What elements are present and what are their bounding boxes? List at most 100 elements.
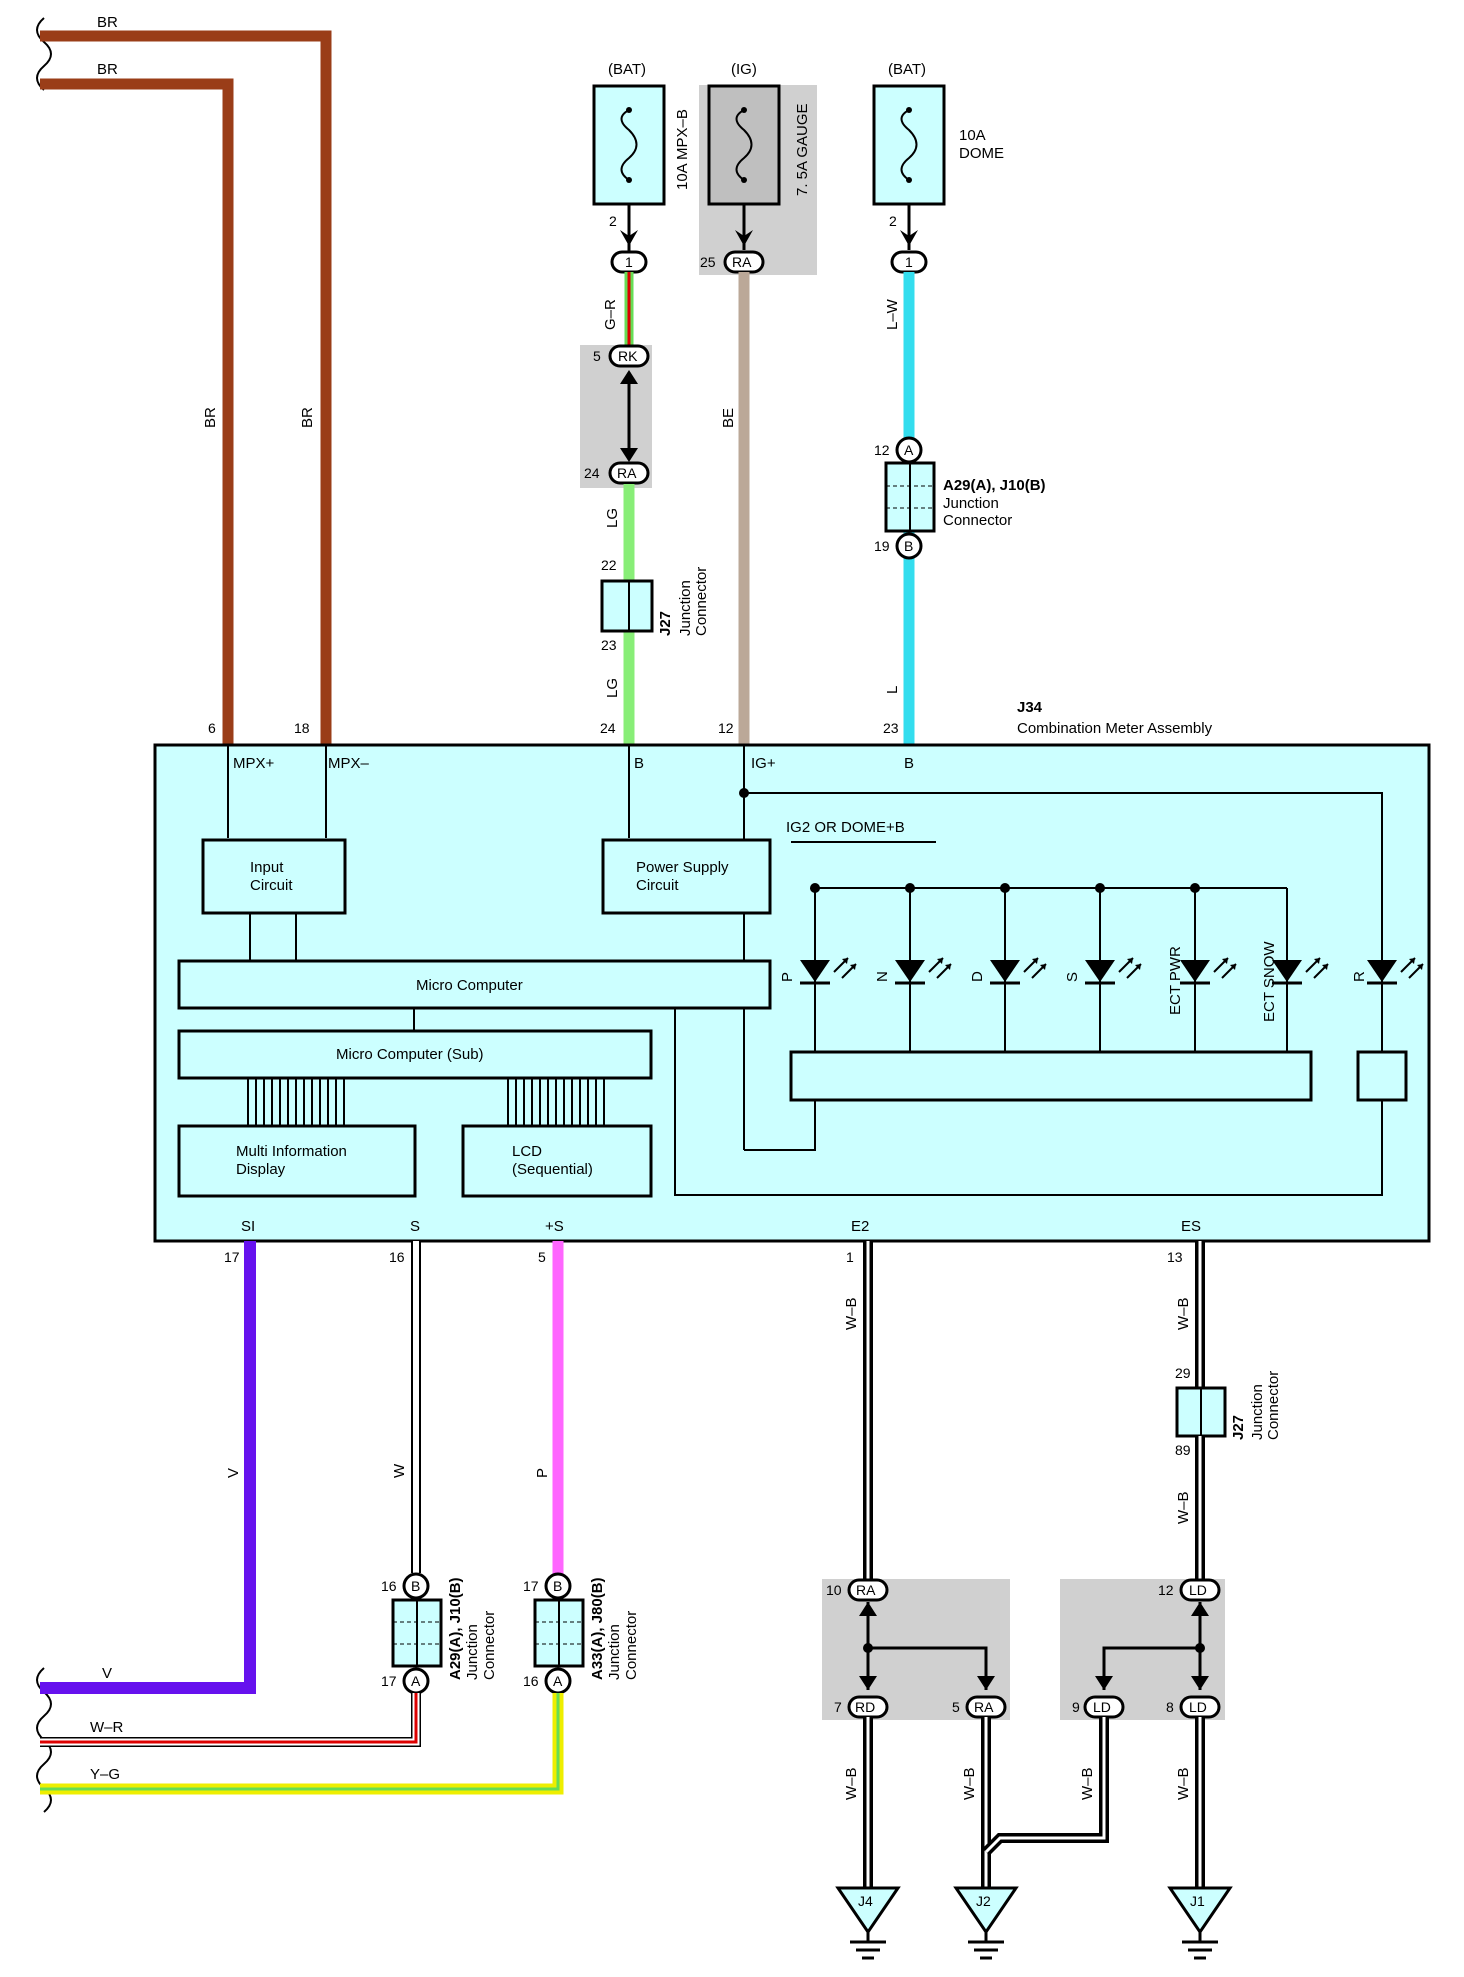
arrow-icon [900, 230, 918, 246]
connector-desc: Connector [943, 512, 1012, 529]
fuse-source-label: (IG) [731, 61, 757, 78]
connector-label: RK [618, 348, 638, 364]
connector-icon [847, 1578, 889, 1602]
pin-label: 12 [1158, 1582, 1174, 1598]
wire-label-be: BE [720, 408, 737, 428]
terminal-label: S [410, 1218, 420, 1235]
connector-icon [895, 532, 923, 560]
pin-label: 29 [1175, 1365, 1191, 1381]
wire-break-icon [36, 17, 52, 1813]
arrow-icon [620, 230, 638, 246]
pin-label: 17 [381, 1673, 397, 1689]
terminal-label: +S [545, 1218, 564, 1235]
wire-label-left-wr: W–R [90, 1719, 124, 1736]
wire-label-br-inner: BR [97, 61, 118, 78]
terminal-label: IG+ [751, 755, 776, 772]
terminal-label: MPX– [328, 755, 370, 772]
led-label: S [1064, 972, 1081, 982]
led-label: R [1351, 971, 1368, 982]
connector-label: A [904, 442, 914, 458]
led-driver-bar [789, 1050, 1313, 1102]
connector-desc: Junction [943, 495, 999, 512]
led-n: N [874, 883, 952, 1052]
pin-label: 23 [883, 720, 899, 736]
connector-label: B [411, 1578, 420, 1594]
fuse-dome: (BAT) 10A DOME [872, 61, 1004, 206]
wire-label-wb-es2: W–B [1175, 1491, 1192, 1524]
pin-label: 16 [381, 1578, 397, 1594]
ground-icon [1167, 1886, 1233, 1935]
connector-label: RA [617, 465, 637, 481]
br-wire-outer [40, 30, 332, 746]
pin-label: 18 [294, 720, 310, 736]
indicator-leds: P N D S [779, 883, 1424, 1060]
connector-desc: Junction [1249, 1384, 1266, 1440]
connector-label: 1 [625, 254, 633, 270]
led-label: D [969, 971, 986, 982]
led-label: ECT PWR [1167, 946, 1184, 1015]
wire-label-wb: W–B [961, 1767, 978, 1800]
wire-label-br-inner-v: BR [202, 407, 219, 428]
connector-label: 1 [905, 254, 913, 270]
led-r: R [1351, 945, 1424, 1060]
ground-icon [835, 1886, 901, 1935]
connector-label: RD [855, 1699, 875, 1715]
lcd-label: (Sequential) [512, 1161, 593, 1178]
connector-icon [544, 1572, 572, 1600]
led-p: P [779, 883, 857, 1052]
led-r-driver [1356, 1050, 1408, 1102]
led-icon [990, 960, 1020, 982]
pin-label: 2 [609, 213, 617, 229]
terminal-label: B [904, 755, 914, 772]
wire-label-lg-upper: LG [604, 508, 621, 528]
input-circuit-label: Circuit [250, 877, 293, 894]
fuse-name-label: 7. 5A GAUGE [794, 103, 811, 196]
micro-computer [177, 959, 772, 1010]
ground-j2: J2 [953, 1886, 1019, 1960]
led-icon [800, 960, 830, 982]
fuse-name-label: DOME [959, 145, 1004, 162]
terminal-label: B [634, 755, 644, 772]
pin-label: 19 [874, 538, 890, 554]
connector-desc: Connector [623, 1611, 640, 1680]
wire-label-wb: W–B [843, 1767, 860, 1800]
wire-label-wb-es: W–B [1175, 1297, 1192, 1330]
fuse-source-label: (BAT) [888, 61, 926, 78]
fuse-icon [592, 84, 666, 206]
fuse-gauge: (IG) 7. 5A GAUGE [707, 61, 811, 206]
ground-label: J1 [1190, 1893, 1205, 1909]
connector-desc: Connector [1265, 1371, 1282, 1440]
connector-desc: Junction [677, 580, 694, 636]
power-supply-label: Power Supply [636, 859, 729, 876]
v-wire [40, 1241, 256, 1694]
connector-id: J27 [1230, 1415, 1247, 1440]
pin-label: 5 [593, 348, 601, 364]
bus-lines-left [247, 1078, 345, 1126]
pin-label: 7 [834, 1699, 842, 1715]
mid-label: Display [236, 1161, 286, 1178]
ground-icon [953, 1886, 1019, 1935]
wire-label-left-yg: Y–G [90, 1766, 120, 1783]
arrow-icon [735, 230, 753, 246]
connector-label: RA [856, 1582, 876, 1598]
pin-label: 1 [846, 1249, 854, 1265]
lcd-sequential [461, 1124, 653, 1198]
ig2-dome-label: IG2 OR DOME+B [786, 819, 905, 836]
connector-desc: Junction [464, 1624, 481, 1680]
wire-label-gr: G–R [602, 299, 619, 330]
pin-label: 16 [389, 1249, 405, 1265]
wire-label-p: P [534, 1468, 551, 1478]
micro-computer-sub-label: Micro Computer (Sub) [336, 1046, 484, 1063]
pin-label: 12 [874, 442, 890, 458]
ground-label: J2 [976, 1893, 991, 1909]
pin-label: 25 [700, 254, 716, 270]
led-ect-snow: ECT SNOW [1261, 888, 1329, 1052]
pin-label: 17 [224, 1249, 240, 1265]
connector-icon [402, 1572, 430, 1600]
fuse-name-label: 10A MPX–B [674, 109, 691, 190]
micro-computer-label: Micro Computer [416, 977, 523, 994]
bus-lines-right [507, 1078, 605, 1126]
wire-label-br-outer-v: BR [299, 407, 316, 428]
br-wire-inner [40, 78, 234, 746]
pin-label: 22 [601, 557, 617, 573]
